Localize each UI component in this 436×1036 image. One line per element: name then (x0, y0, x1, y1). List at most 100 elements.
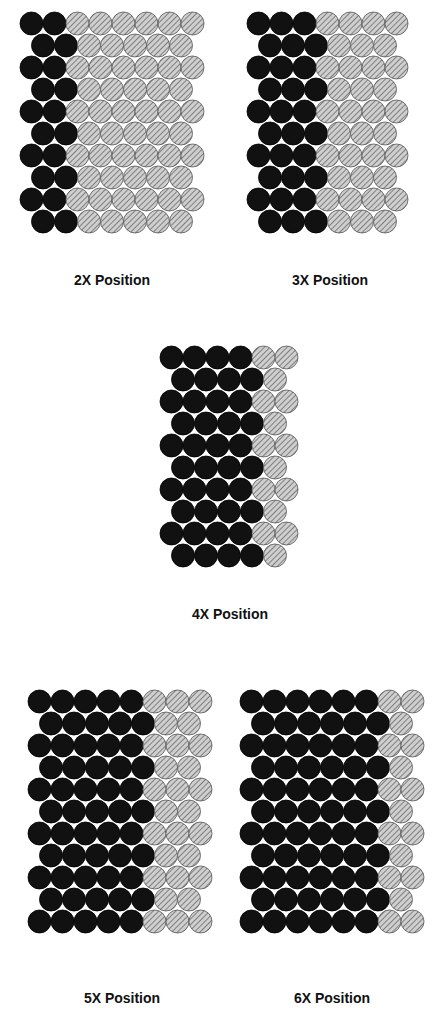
black-sphere (367, 756, 390, 779)
black-sphere (172, 500, 195, 523)
black-sphere (240, 910, 263, 933)
position-caption: 4X Position (190, 606, 270, 622)
black-sphere (63, 800, 86, 823)
black-sphere (20, 100, 43, 123)
black-sphere (321, 888, 344, 911)
black-sphere (97, 778, 120, 801)
hatched-sphere (385, 144, 408, 167)
black-sphere (252, 756, 275, 779)
black-sphere (247, 12, 270, 35)
black-sphere (240, 690, 263, 713)
black-sphere (74, 866, 97, 889)
black-sphere (275, 756, 298, 779)
black-sphere (332, 866, 355, 889)
hatched-sphere (378, 690, 401, 713)
hatched-sphere (170, 34, 193, 57)
black-sphere (28, 778, 51, 801)
black-sphere (355, 822, 378, 845)
black-sphere (28, 910, 51, 933)
hatched-sphere (275, 522, 298, 545)
black-sphere (74, 822, 97, 845)
black-sphere (282, 166, 305, 189)
black-sphere (51, 778, 74, 801)
black-sphere (229, 522, 252, 545)
black-sphere (309, 822, 332, 845)
black-sphere (51, 690, 74, 713)
black-sphere (252, 712, 275, 735)
hatched-sphere (339, 56, 362, 79)
black-sphere (51, 734, 74, 757)
hatched-sphere (112, 12, 135, 35)
black-sphere (43, 56, 66, 79)
black-sphere (247, 144, 270, 167)
black-sphere (332, 778, 355, 801)
hatched-sphere (158, 188, 181, 211)
black-sphere (132, 888, 155, 911)
hatched-sphere (264, 500, 287, 523)
hatched-sphere (78, 78, 101, 101)
hatched-sphere (89, 100, 112, 123)
black-sphere (367, 712, 390, 735)
black-sphere (286, 866, 309, 889)
hatched-sphere (252, 522, 275, 545)
black-sphere (270, 12, 293, 35)
black-sphere (263, 822, 286, 845)
hatched-sphere (252, 478, 275, 501)
black-sphere (282, 122, 305, 145)
hatched-sphere (264, 544, 287, 567)
black-sphere (332, 734, 355, 757)
hatched-sphere (328, 34, 351, 57)
hatched-sphere (328, 122, 351, 145)
black-sphere (259, 210, 282, 233)
black-sphere (109, 756, 132, 779)
black-sphere (367, 800, 390, 823)
hatched-sphere (178, 800, 201, 823)
hatched-sphere (155, 800, 178, 823)
black-sphere (120, 734, 143, 757)
hatched-sphere (135, 188, 158, 211)
hatched-sphere (124, 78, 147, 101)
black-sphere (270, 56, 293, 79)
black-sphere (32, 78, 55, 101)
hatched-sphere (143, 822, 166, 845)
hatched-sphere (155, 888, 178, 911)
hatched-sphere (124, 166, 147, 189)
hatched-sphere (339, 188, 362, 211)
hatched-sphere (401, 690, 424, 713)
black-sphere (252, 800, 275, 823)
black-sphere (218, 368, 241, 391)
black-sphere (298, 756, 321, 779)
hatched-sphere (264, 456, 287, 479)
black-sphere (286, 910, 309, 933)
black-sphere (270, 188, 293, 211)
black-sphere (28, 822, 51, 845)
black-sphere (40, 800, 63, 823)
hatched-sphere (362, 12, 385, 35)
black-sphere (74, 690, 97, 713)
black-sphere (240, 734, 263, 757)
hatched-sphere (328, 210, 351, 233)
black-sphere (305, 166, 328, 189)
hatched-sphere (89, 188, 112, 211)
black-sphere (109, 888, 132, 911)
hatched-sphere (275, 390, 298, 413)
black-sphere (32, 210, 55, 233)
black-sphere (183, 346, 206, 369)
hatched-sphere (316, 144, 339, 167)
hatched-sphere (390, 844, 413, 867)
hatched-sphere (124, 122, 147, 145)
hatched-sphere (170, 166, 193, 189)
hatched-sphere (378, 822, 401, 845)
black-sphere (32, 122, 55, 145)
black-sphere (43, 144, 66, 167)
hatched-sphere (166, 866, 189, 889)
hatched-sphere (147, 166, 170, 189)
hatched-sphere (264, 368, 287, 391)
black-sphere (172, 412, 195, 435)
black-sphere (195, 368, 218, 391)
black-sphere (32, 34, 55, 57)
hatched-sphere (78, 122, 101, 145)
hatched-sphere (351, 122, 374, 145)
hatched-sphere (143, 690, 166, 713)
hatched-sphere (66, 56, 89, 79)
